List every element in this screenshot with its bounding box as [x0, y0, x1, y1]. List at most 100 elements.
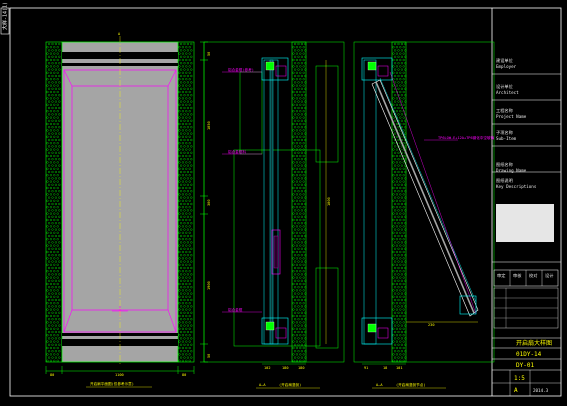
hatch-mark: [397, 190, 400, 193]
hatch-mark: [190, 222, 193, 225]
hatch-mark: [49, 244, 52, 247]
hatch-mark: [302, 84, 305, 87]
hatch-mark: [404, 350, 407, 353]
hatch-mark: [397, 49, 400, 52]
hatch-mark: [395, 180, 398, 183]
hatch-mark: [49, 308, 52, 311]
hatch-mark: [56, 334, 59, 337]
hatch-mark: [46, 218, 49, 222]
hatch-mark: [294, 234, 297, 238]
hatch-mark: [186, 81, 189, 84]
hatch-mark: [183, 266, 186, 270]
hatch-mark: [58, 222, 61, 225]
tb-row5-en: Drawing Name: [496, 168, 527, 173]
hatch-mark: [56, 122, 59, 126]
hatch-mark: [48, 164, 51, 167]
hatch-mark: [54, 100, 57, 103]
hatch-mark: [404, 298, 407, 302]
hatch-mark: [54, 87, 57, 90]
hatch-mark: [56, 103, 59, 106]
hatch-mark: [395, 206, 398, 209]
hatch-mark: [404, 215, 407, 218]
hatch-mark: [397, 228, 400, 231]
hatch-mark: [56, 263, 59, 266]
hatch-mark: [178, 270, 181, 273]
hatch-mark: [402, 308, 405, 311]
hatch-mark: [48, 260, 51, 263]
hatch-mark: [53, 327, 56, 330]
hatch-mark: [58, 68, 61, 71]
hatch-mark: [397, 170, 400, 174]
hatch-mark: [54, 305, 57, 308]
hatch-mark: [49, 58, 52, 62]
hatch-mark: [183, 55, 186, 58]
hatch-mark: [53, 180, 56, 183]
hatch-mark: [292, 327, 295, 330]
tb-row4-en: Sub-Item: [496, 136, 517, 141]
hatch-mark: [54, 138, 57, 142]
hatch-mark: [399, 238, 402, 241]
hatch-mark: [46, 308, 49, 311]
hatch-mark: [404, 254, 407, 257]
hatch-mark: [178, 231, 181, 234]
hatch-mark: [54, 170, 57, 174]
hatch-mark: [399, 321, 402, 324]
hatch-mark: [53, 276, 56, 279]
hatch-mark: [394, 330, 397, 334]
hatch-mark: [297, 311, 300, 314]
hatch-mark: [404, 222, 407, 225]
hatch-mark: [51, 311, 54, 314]
hatch-mark: [392, 282, 395, 286]
hatch-mark: [56, 129, 59, 132]
dim-h-1: 1850: [207, 121, 211, 130]
hatch-mark: [400, 119, 403, 122]
hatch-mark: [392, 46, 395, 49]
hatch-mark: [180, 87, 183, 90]
hatch-mark: [302, 314, 305, 318]
hatch-mark: [185, 359, 188, 362]
hatch-mark: [185, 263, 188, 266]
hatch-mark: [46, 225, 49, 228]
hatch-mark: [300, 311, 303, 314]
hatch-mark: [402, 161, 405, 164]
tb-sign-0: 审定: [497, 272, 505, 279]
hatch-mark: [294, 254, 297, 257]
hatch-mark: [404, 158, 407, 161]
hatch-mark: [185, 154, 188, 158]
hatch-mark: [58, 311, 61, 314]
hatch-mark: [53, 154, 56, 158]
hatch-mark: [404, 119, 407, 122]
hatch-mark: [190, 164, 193, 167]
hatch-mark: [400, 330, 403, 334]
hatch-mark: [402, 206, 405, 209]
hatch-mark: [400, 100, 403, 103]
hatch-mark: [299, 334, 302, 337]
hatch-mark: [54, 279, 57, 282]
hatch-mark: [183, 183, 186, 186]
hatch-mark: [186, 126, 189, 129]
hatch-mark: [294, 190, 297, 193]
hatch-mark: [190, 183, 193, 186]
hatch-mark: [294, 202, 297, 206]
hatch-mark: [185, 129, 188, 132]
hatch-mark: [392, 314, 395, 318]
hatch-mark: [294, 318, 297, 321]
hatch-mark: [297, 49, 300, 52]
hatch-mark: [58, 74, 61, 78]
hatch-mark: [304, 350, 307, 353]
hatch-mark: [48, 68, 51, 71]
hatch-mark: [51, 158, 54, 161]
hatch-mark: [56, 206, 59, 209]
hatch-mark: [188, 46, 191, 49]
hatch-mark: [300, 343, 303, 346]
hatch-mark: [181, 71, 184, 74]
hatch-mark: [304, 215, 307, 218]
hatch-mark: [178, 257, 181, 260]
hatch-mark: [46, 71, 49, 74]
hatch-mark: [190, 113, 193, 116]
hatch-mark: [51, 126, 54, 129]
hatch-mark: [392, 353, 395, 356]
hatch-mark: [53, 231, 56, 234]
hatch-mark: [399, 116, 402, 119]
